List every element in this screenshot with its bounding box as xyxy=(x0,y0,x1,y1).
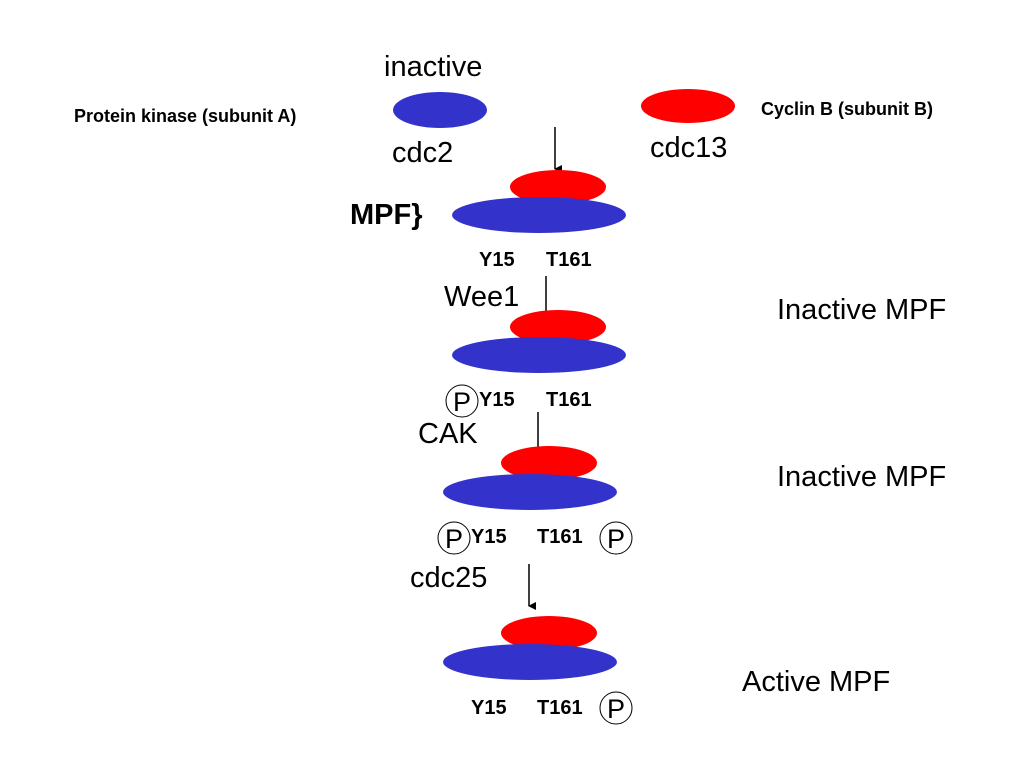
state3-label: Active MPF xyxy=(742,666,890,698)
complex3-cyclin xyxy=(501,446,597,480)
complex4-t161: T161 xyxy=(537,697,583,719)
complex4-cyclin xyxy=(501,616,597,650)
complex4-kinase xyxy=(443,644,617,680)
complex3-t161: T161 xyxy=(537,526,583,548)
complex2-kinase xyxy=(452,337,626,373)
complex1-y15: Y15 xyxy=(479,249,515,271)
wee1-label: Wee1 xyxy=(444,281,519,313)
cdc13-label: cdc13 xyxy=(650,132,727,164)
complex1-kinase xyxy=(452,197,626,233)
complex4-y15: Y15 xyxy=(471,697,507,719)
complex3-kinase xyxy=(443,474,617,510)
phospho-t161-badge-3: P xyxy=(599,521,633,555)
complex1-cyclin xyxy=(510,170,606,204)
state2-label: Inactive MPF xyxy=(777,461,946,493)
cdc13-subunit xyxy=(641,89,735,123)
cyclin-name: Cyclin B (subunit B) xyxy=(761,99,933,119)
phospho-y15-badge-3: P xyxy=(437,521,471,555)
inactive-label: inactive xyxy=(384,51,482,83)
phospho-mark: P xyxy=(607,524,625,554)
cdc2-subunit xyxy=(393,92,487,128)
phospho-mark: P xyxy=(607,694,625,724)
mpf-label: MPF} xyxy=(350,199,423,231)
complex1-t161: T161 xyxy=(546,249,592,271)
cdc25-label: cdc25 xyxy=(410,562,487,594)
complex2-t161: T161 xyxy=(546,389,592,411)
phospho-mark: P xyxy=(453,387,471,417)
cdc2-label: cdc2 xyxy=(392,137,453,169)
phospho-t161-badge-4: P xyxy=(599,691,633,725)
phospho-y15-badge-2: P xyxy=(445,384,479,418)
phospho-mark: P xyxy=(445,524,463,554)
complex2-cyclin xyxy=(510,310,606,344)
state1-label: Inactive MPF xyxy=(777,294,946,326)
cak-label: CAK xyxy=(418,418,478,450)
complex2-y15: Y15 xyxy=(479,389,515,411)
complex3-y15: Y15 xyxy=(471,526,507,548)
kinase-name: Protein kinase (subunit A) xyxy=(74,106,296,126)
